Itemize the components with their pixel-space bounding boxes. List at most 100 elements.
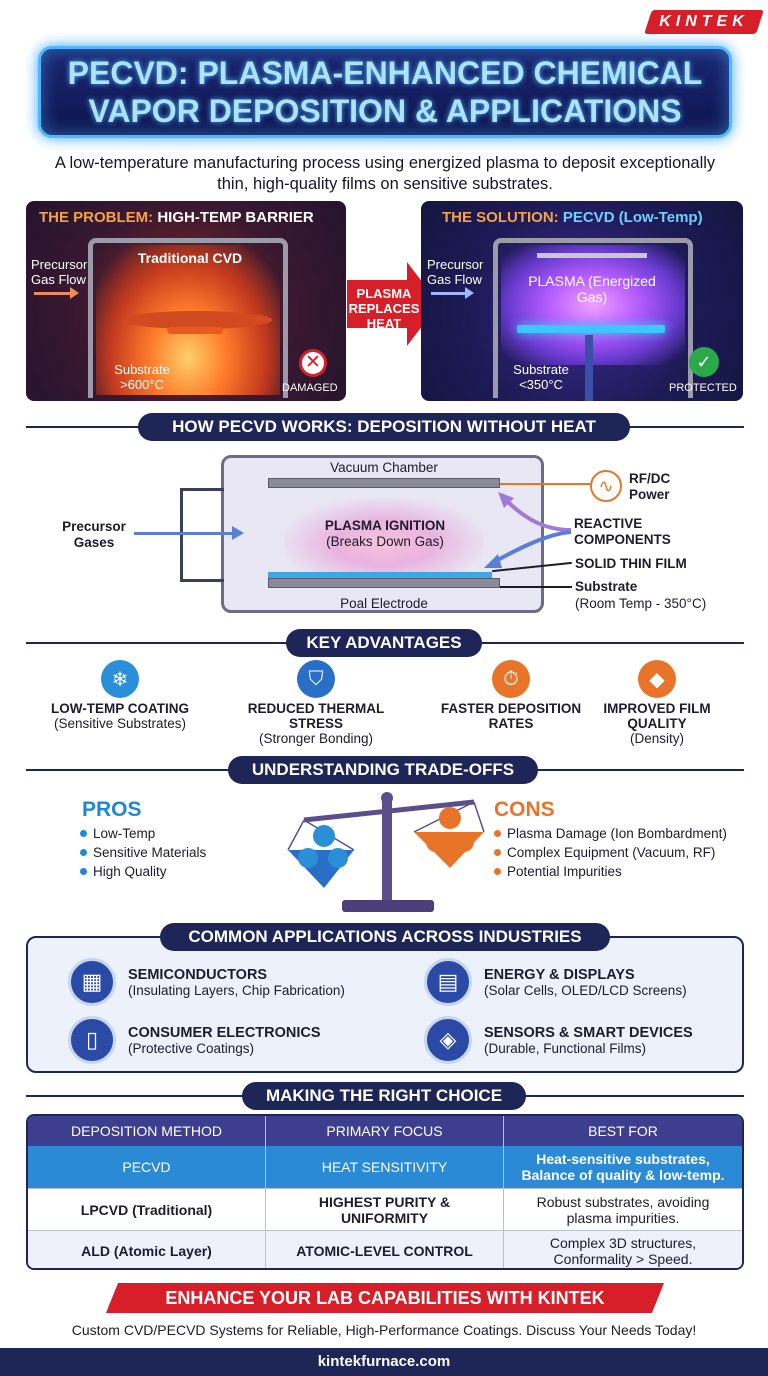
advantage-deposition-rates: ⏱ FASTER DEPOSITION RATES <box>436 660 586 731</box>
chip-icon: ▦ <box>68 958 116 1006</box>
precursor-arrow-head <box>232 526 244 540</box>
pros-item-text: Sensitive Materials <box>93 845 207 860</box>
advantage-film-quality: ◆ IMPROVED FILM QUALITY (Density) <box>582 660 732 746</box>
bottom-electrode-plate <box>268 578 500 588</box>
plasma-ignition-sub: (Breaks Down Gas) <box>326 534 444 549</box>
gas-pipe <box>180 488 224 582</box>
advantage-title: REDUCED THERMAL STRESS <box>247 701 385 731</box>
title-banner <box>38 46 732 138</box>
pecvd-chamber-outline <box>493 238 693 398</box>
problem-heading-prefix: THE PROBLEM: <box>39 209 154 226</box>
app-title: SENSORS & SMART DEVICES <box>484 1024 693 1041</box>
app-consumer-electronics: ▯ CONSUMER ELECTRONICS (Protective Coati… <box>68 1016 388 1064</box>
app-semiconductors: ▦ SEMICONDUCTORS (Insulating Layers, Chi… <box>68 958 388 1006</box>
solid-thin-film <box>268 572 492 578</box>
solar-panel-icon: ▤ <box>424 958 472 1006</box>
advantage-sub: (Sensitive Substrates) <box>53 716 187 731</box>
pros-item-text: High Quality <box>93 864 167 879</box>
solution-heading: THE SOLUTION: PECVD (Low-Temp) <box>442 209 703 226</box>
problem-heading: THE PROBLEM: HIGH-TEMP BARRIER <box>39 209 314 226</box>
app-title: ENERGY & DISPLAYS <box>484 966 635 983</box>
gas-arrow-head <box>70 287 79 299</box>
brand-logo-text: KINTEK <box>659 13 749 30</box>
pros-item: High Quality <box>80 862 206 881</box>
substrate-stand <box>585 335 593 401</box>
advantage-title: IMPROVED FILM QUALITY <box>603 701 711 731</box>
protected-substrate <box>517 325 665 333</box>
advantage-title: LOW-TEMP COATING <box>51 701 189 716</box>
substrate-pointer-line <box>500 586 572 588</box>
app-sub: (Protective Coatings) <box>128 1040 255 1056</box>
applications-section-header: COMMON APPLICATIONS ACROSS INDUSTRIES <box>160 923 610 951</box>
solid-thin-film-label: SOLID THIN FILM <box>575 556 687 571</box>
stopwatch-icon: ⏱ <box>492 660 530 698</box>
cons-item: Complex Equipment (Vacuum, RF) <box>494 843 727 862</box>
traditional-cvd-label: Traditional CVD <box>137 250 243 266</box>
advantages-section-header: KEY ADVANTAGES <box>286 629 482 657</box>
table-header-cell: DEPOSITION METHOD <box>28 1116 266 1146</box>
reactive-arrows-icon <box>484 492 572 568</box>
table-cell: HEAT SENSITIVITY <box>266 1146 504 1188</box>
tradeoffs-section-header: UNDERSTANDING TRADE-OFFS <box>228 756 538 784</box>
substrate-temp-label: (Room Temp - 350°C) <box>575 596 707 611</box>
damaged-x-icon: ✕ <box>299 349 327 377</box>
table-header-cell: PRIMARY FOCUS <box>266 1116 504 1146</box>
solution-heading-highlight: PECVD (Low-Temp) <box>562 209 703 226</box>
page-subtitle: A low-temperature manufacturing process … <box>54 154 716 193</box>
cons-item: Plasma Damage (Ion Bombardment) <box>494 824 727 843</box>
protected-check-icon: ✓ <box>689 347 719 377</box>
plasma-replaces-heat-label: PLASMA REPLACES HEAT <box>348 286 420 331</box>
smartphone-icon: ▯ <box>68 1016 116 1064</box>
pros-heading: PROS <box>82 798 142 821</box>
shield-icon: ⛉ <box>297 660 335 698</box>
pros-list: Low-Temp Sensitive Materials High Qualit… <box>80 824 206 881</box>
pros-item-text: Low-Temp <box>93 826 156 841</box>
problem-substrate-label: Substrate >600°C <box>114 362 170 392</box>
table-cell: LPCVD (Traditional) <box>28 1189 266 1230</box>
snowflake-icon: ❄ <box>101 660 139 698</box>
cta-banner-text[interactable]: ENHANCE YOUR LAB CAPABILITIES WITH KINTE… <box>165 1288 605 1308</box>
rf-connection-line <box>500 483 590 485</box>
advantage-sub: (Stronger Bonding) <box>258 731 374 746</box>
substrate-drip <box>167 327 223 334</box>
vacuum-chamber-label: Vacuum Chamber <box>330 460 438 475</box>
top-electrode-plate <box>268 478 500 488</box>
app-sub: (Insulating Layers, Chip Fabrication) <box>128 982 345 998</box>
pros-item: Sensitive Materials <box>80 843 206 862</box>
plasma-energized-label: PLASMA (Energized Gas) <box>528 273 656 305</box>
cons-item-text: Plasma Damage (Ion Bombardment) <box>507 826 727 841</box>
how-section-header: HOW PECVD WORKS: DEPOSITION WITHOUT HEAT <box>138 413 630 441</box>
precursor-arrow-line <box>134 532 234 535</box>
plasma-ignition-label: PLASMA IGNITION <box>324 518 446 533</box>
electrode-label: Poal Electrode <box>340 596 428 611</box>
advantage-low-temp: ❄ LOW-TEMP COATING (Sensitive Substrates… <box>45 660 195 731</box>
protected-status: PROTECTED <box>669 382 737 394</box>
problem-gas-label: Precursor Gas Flow <box>31 257 88 287</box>
smart-car-icon: ◈ <box>424 1016 472 1064</box>
rf-dc-power-label: RF/DC Power <box>629 471 671 502</box>
top-electrode <box>537 253 647 258</box>
solution-gas-arrow-line <box>431 292 469 295</box>
website-link[interactable]: kintekfurnace.com <box>317 1353 451 1370</box>
cta-subtext: Custom CVD/PECVD Systems for Reliable, H… <box>71 1322 697 1338</box>
footer-bar <box>0 1348 768 1376</box>
precursor-gases-label: Precursor Gases <box>62 519 126 550</box>
plasma-glow <box>501 245 685 365</box>
balance-scale-icon <box>287 792 485 912</box>
cons-list: Plasma Damage (Ion Bombardment) Complex … <box>494 824 727 881</box>
comparison-table: DEPOSITION METHOD PRIMARY FOCUS BEST FOR… <box>26 1114 744 1270</box>
cons-item-text: Potential Impurities <box>507 864 622 879</box>
gas-arrow-line <box>34 292 74 295</box>
advantage-title: FASTER DEPOSITION RATES <box>440 701 582 731</box>
table-cell: ALD (Atomic Layer) <box>28 1231 266 1268</box>
solution-heading-prefix: THE SOLUTION: <box>442 209 559 226</box>
app-sub: (Solar Cells, OLED/LCD Screens) <box>484 982 687 998</box>
table-header-cell: BEST FOR <box>588 1123 658 1139</box>
table-row: ALD (Atomic Layer) ATOMIC-LEVEL CONTROL … <box>28 1230 742 1268</box>
cons-item: Potential Impurities <box>494 862 727 881</box>
problem-heading-highlight: HIGH-TEMP BARRIER <box>157 209 314 226</box>
table-row: LPCVD (Traditional) HIGHEST PURITY & UNI… <box>28 1188 742 1230</box>
page-title: PECVD: PLASMA-ENHANCED CHEMICAL VAPOR DE… <box>67 55 703 129</box>
substrate-label: Substrate <box>575 579 638 594</box>
cvd-chamber-outline <box>88 238 288 398</box>
